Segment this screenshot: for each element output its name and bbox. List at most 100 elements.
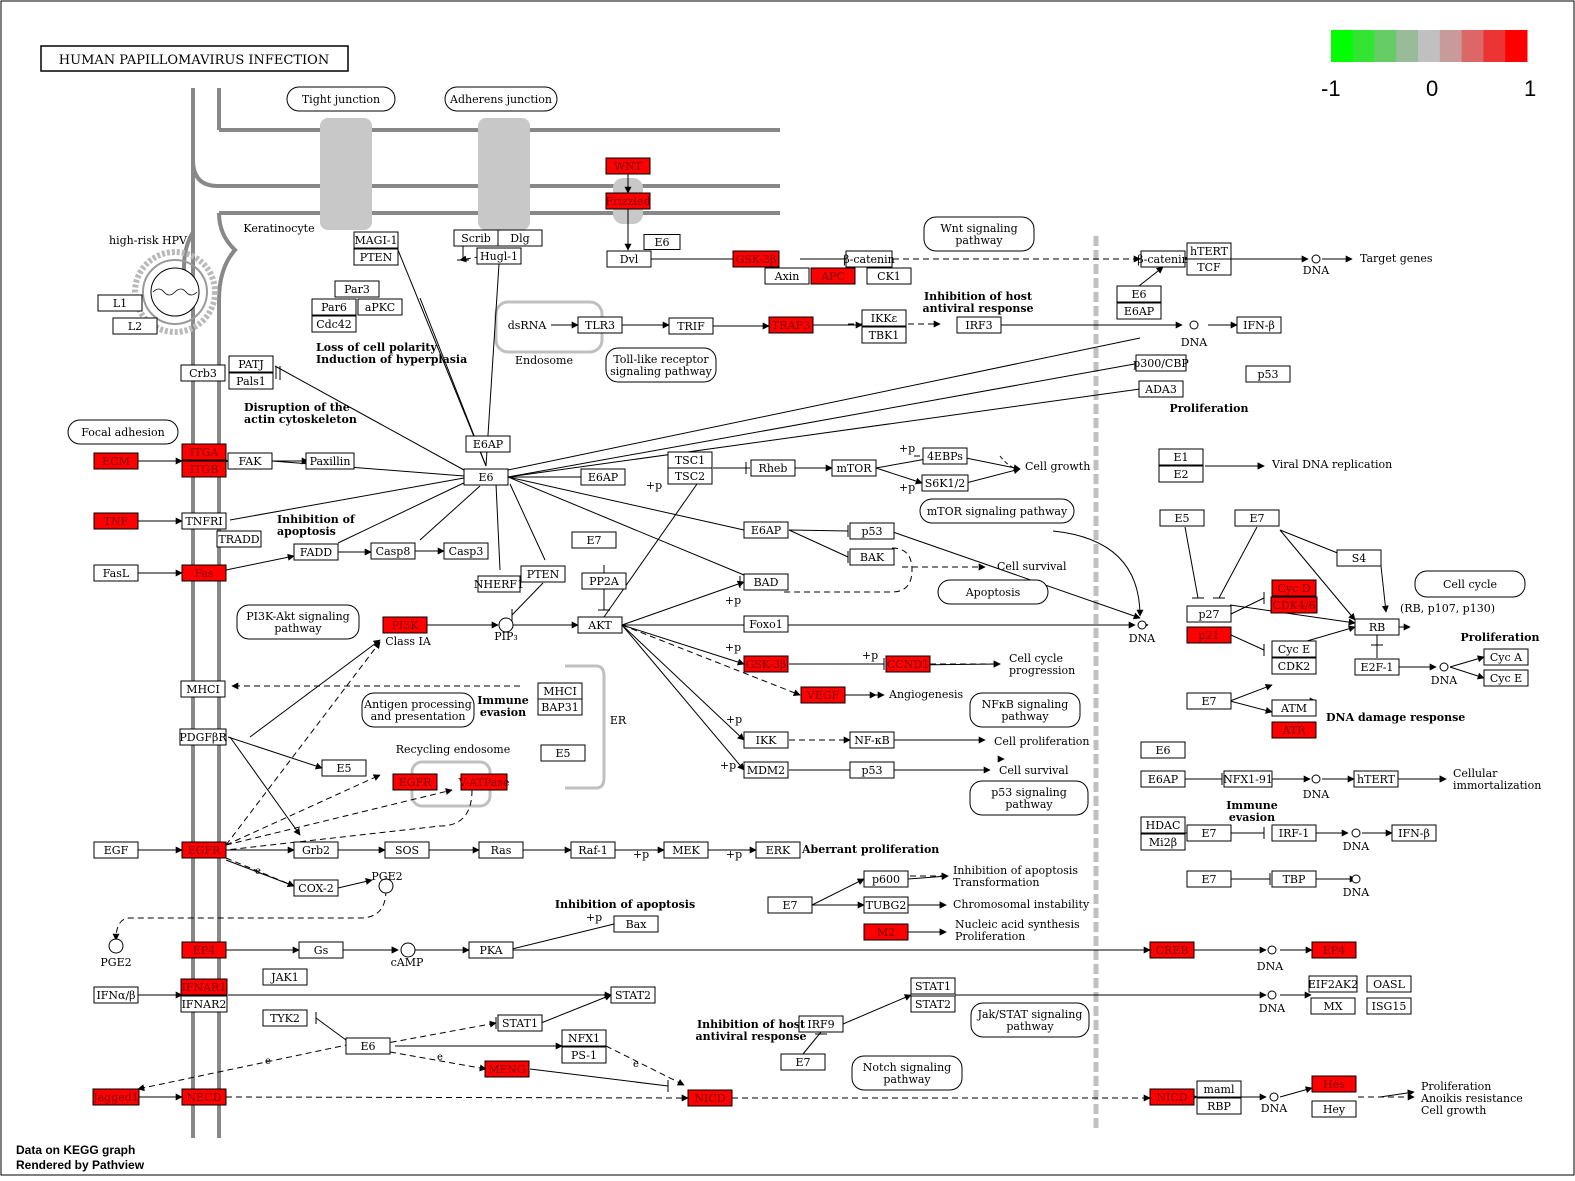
gene-node-egfr[interactable]: EGFR <box>181 841 227 859</box>
gene-node-fadd[interactable]: FADD <box>293 543 339 561</box>
gene-node-bcatenin-nuc[interactable]: β-catenin <box>1137 250 1189 268</box>
gene-node-ikke[interactable]: IKKε <box>861 309 907 327</box>
gene-node-cyce2[interactable]: Cyc E <box>1483 669 1529 687</box>
gene-node-m2[interactable]: M2 <box>863 923 909 941</box>
gene-node-egfr-endo[interactable]: EGFR <box>392 773 438 791</box>
gene-node-pi3k[interactable]: PI3K <box>382 616 428 634</box>
gene-node-l2[interactable]: L2 <box>112 317 158 335</box>
gene-node-stat2[interactable]: STAT2 <box>910 995 956 1013</box>
gene-node-p21[interactable]: p21 <box>1186 626 1232 644</box>
gene-node-nicd-right[interactable]: NICD <box>1149 1088 1195 1106</box>
gene-node-fasl[interactable]: FasL <box>93 564 139 582</box>
gene-node-ada3[interactable]: ADA3 <box>1138 380 1184 398</box>
gene-node-p600[interactable]: p600 <box>863 870 909 888</box>
gene-node-tnfr1[interactable]: TNFRI <box>181 512 227 530</box>
gene-node-e2f1[interactable]: E2F-1 <box>1354 658 1400 676</box>
gene-node-tlr3[interactable]: TLR3 <box>577 316 623 334</box>
gene-node-p27[interactable]: p27 <box>1186 605 1232 623</box>
gene-node-mfng[interactable]: MFNG <box>484 1060 530 1078</box>
gene-node-foxo1[interactable]: Foxo1 <box>743 615 789 633</box>
gene-node-cdc42[interactable]: Cdc42 <box>311 315 357 333</box>
gene-node-mdm2[interactable]: MDM2 <box>743 761 789 779</box>
gene-node-tyk2[interactable]: TYK2 <box>262 1009 308 1027</box>
gene-node-tsc2[interactable]: TSC2 <box>667 467 713 485</box>
gene-node-mtor[interactable]: mTOR <box>831 459 877 477</box>
gene-node-hes[interactable]: Hes <box>1311 1075 1357 1093</box>
pathway-link-apoptosis[interactable]: Apoptosis <box>937 579 1049 605</box>
gene-node-bak[interactable]: BAK <box>849 548 895 566</box>
gene-node-itga[interactable]: ITGA <box>181 443 227 461</box>
gene-node-irf1[interactable]: IRF-1 <box>1271 824 1317 842</box>
gene-node-hdac[interactable]: HDAC <box>1140 816 1186 834</box>
pathway-link-adherens-junction[interactable]: Adherens junction <box>444 86 558 112</box>
gene-node-wnt[interactable]: WNT <box>605 157 651 175</box>
gene-node-ifnb-mid[interactable]: IFN-β <box>1391 824 1437 842</box>
gene-node-fak[interactable]: FAK <box>227 452 273 470</box>
gene-node-stat1[interactable]: STAT1 <box>910 977 956 995</box>
gene-node-tcf[interactable]: TCF <box>1186 258 1232 276</box>
gene-node-e6ap-p53[interactable]: E6AP <box>743 521 789 539</box>
gene-node-htert-mid[interactable]: hTERT <box>1353 770 1399 788</box>
gene-node-stat2-mid[interactable]: STAT2 <box>610 986 656 1004</box>
gene-node-gsk3b-top[interactable]: GSK-3β <box>732 250 780 268</box>
gene-node-e6-low[interactable]: E6 <box>345 1037 391 1055</box>
pathway-link-mtor-pathway[interactable]: mTOR signaling pathway <box>919 498 1075 524</box>
gene-node-pka[interactable]: PKA <box>468 941 514 959</box>
gene-node-casp8[interactable]: Casp8 <box>370 542 416 560</box>
gene-node-jagged1[interactable]: Jagged1 <box>92 1088 140 1106</box>
gene-node-p53-low[interactable]: p53 <box>849 761 895 779</box>
gene-node-cyce[interactable]: Cyc E <box>1271 640 1317 658</box>
pathway-link-cell-cycle[interactable]: Cell cycle <box>1414 570 1526 598</box>
gene-node-pdgfbr[interactable]: PDGFβR <box>179 728 227 746</box>
gene-node-jak1[interactable]: JAK1 <box>262 968 308 986</box>
gene-node-ifnab[interactable]: IFNα/β <box>93 986 139 1004</box>
gene-node-cox2[interactable]: COX-2 <box>293 879 339 897</box>
gene-node-cdk2[interactable]: CDK2 <box>1271 657 1317 675</box>
gene-node-ck1[interactable]: CK1 <box>866 267 912 285</box>
gene-node-itgb[interactable]: ITGB <box>181 460 227 478</box>
gene-node-mhci[interactable]: MHCI <box>180 680 226 698</box>
gene-node-fas[interactable]: Fas <box>181 564 227 582</box>
gene-node-akt[interactable]: AKT <box>577 616 623 634</box>
gene-node-bcatenin-top[interactable]: β-catenin <box>843 250 895 268</box>
gene-node-traf3[interactable]: TRAF3 <box>768 316 814 334</box>
gene-node-irf9[interactable]: IRF9 <box>798 1015 844 1033</box>
gene-node-patj[interactable]: PATJ <box>228 355 274 373</box>
gene-node-cyca[interactable]: Cyc A <box>1483 648 1529 666</box>
gene-node-pals1[interactable]: Pals1 <box>228 372 274 390</box>
gene-node-hey[interactable]: Hey <box>1311 1100 1357 1118</box>
gene-node-ifnb-top[interactable]: IFN-β <box>1236 316 1282 334</box>
gene-node-e7-irf9[interactable]: E7 <box>780 1053 826 1071</box>
gene-node-e7-cc[interactable]: E7 <box>1234 509 1280 527</box>
gene-node-cycd[interactable]: Cyc D <box>1271 579 1317 597</box>
gene-node-p300cbp[interactable]: p300/CBP <box>1133 354 1189 372</box>
gene-node-nherf1[interactable]: NHERF1 <box>474 575 524 593</box>
gene-node-dlg[interactable]: Dlg <box>497 229 543 247</box>
gene-node-4ebps[interactable]: 4EBPs <box>922 447 968 465</box>
gene-node-ifnar1[interactable]: IFNAR1 <box>180 978 228 996</box>
gene-node-mek[interactable]: MEK <box>663 841 709 859</box>
gene-node-scrib[interactable]: Scrib <box>453 229 499 247</box>
gene-node-pp2a[interactable]: PP2A <box>581 572 627 590</box>
gene-node-par3[interactable]: Par3 <box>334 280 380 298</box>
gene-node-crb3[interactable]: Crb3 <box>180 364 226 382</box>
gene-node-e6-center[interactable]: E6 <box>463 468 509 486</box>
gene-node-hugl1[interactable]: Hugl-1 <box>476 247 522 265</box>
gene-node-tradd[interactable]: TRADD <box>216 530 262 548</box>
gene-node-e6ap-nfx[interactable]: E6AP <box>1140 770 1186 788</box>
gene-node-trif[interactable]: TRIF <box>668 317 714 335</box>
gene-node-nfx191[interactable]: NFX1-91 <box>1223 770 1273 788</box>
gene-node-mx[interactable]: MX <box>1310 997 1356 1015</box>
gene-node-e6ap-htert[interactable]: E6AP <box>1116 302 1162 320</box>
gene-node-p53-top[interactable]: p53 <box>1245 365 1291 383</box>
gene-node-grb2[interactable]: Grb2 <box>293 841 339 859</box>
gene-node-necd[interactable]: NECD <box>181 1088 227 1106</box>
gene-node-s6k12[interactable]: S6K1/2 <box>921 474 969 492</box>
